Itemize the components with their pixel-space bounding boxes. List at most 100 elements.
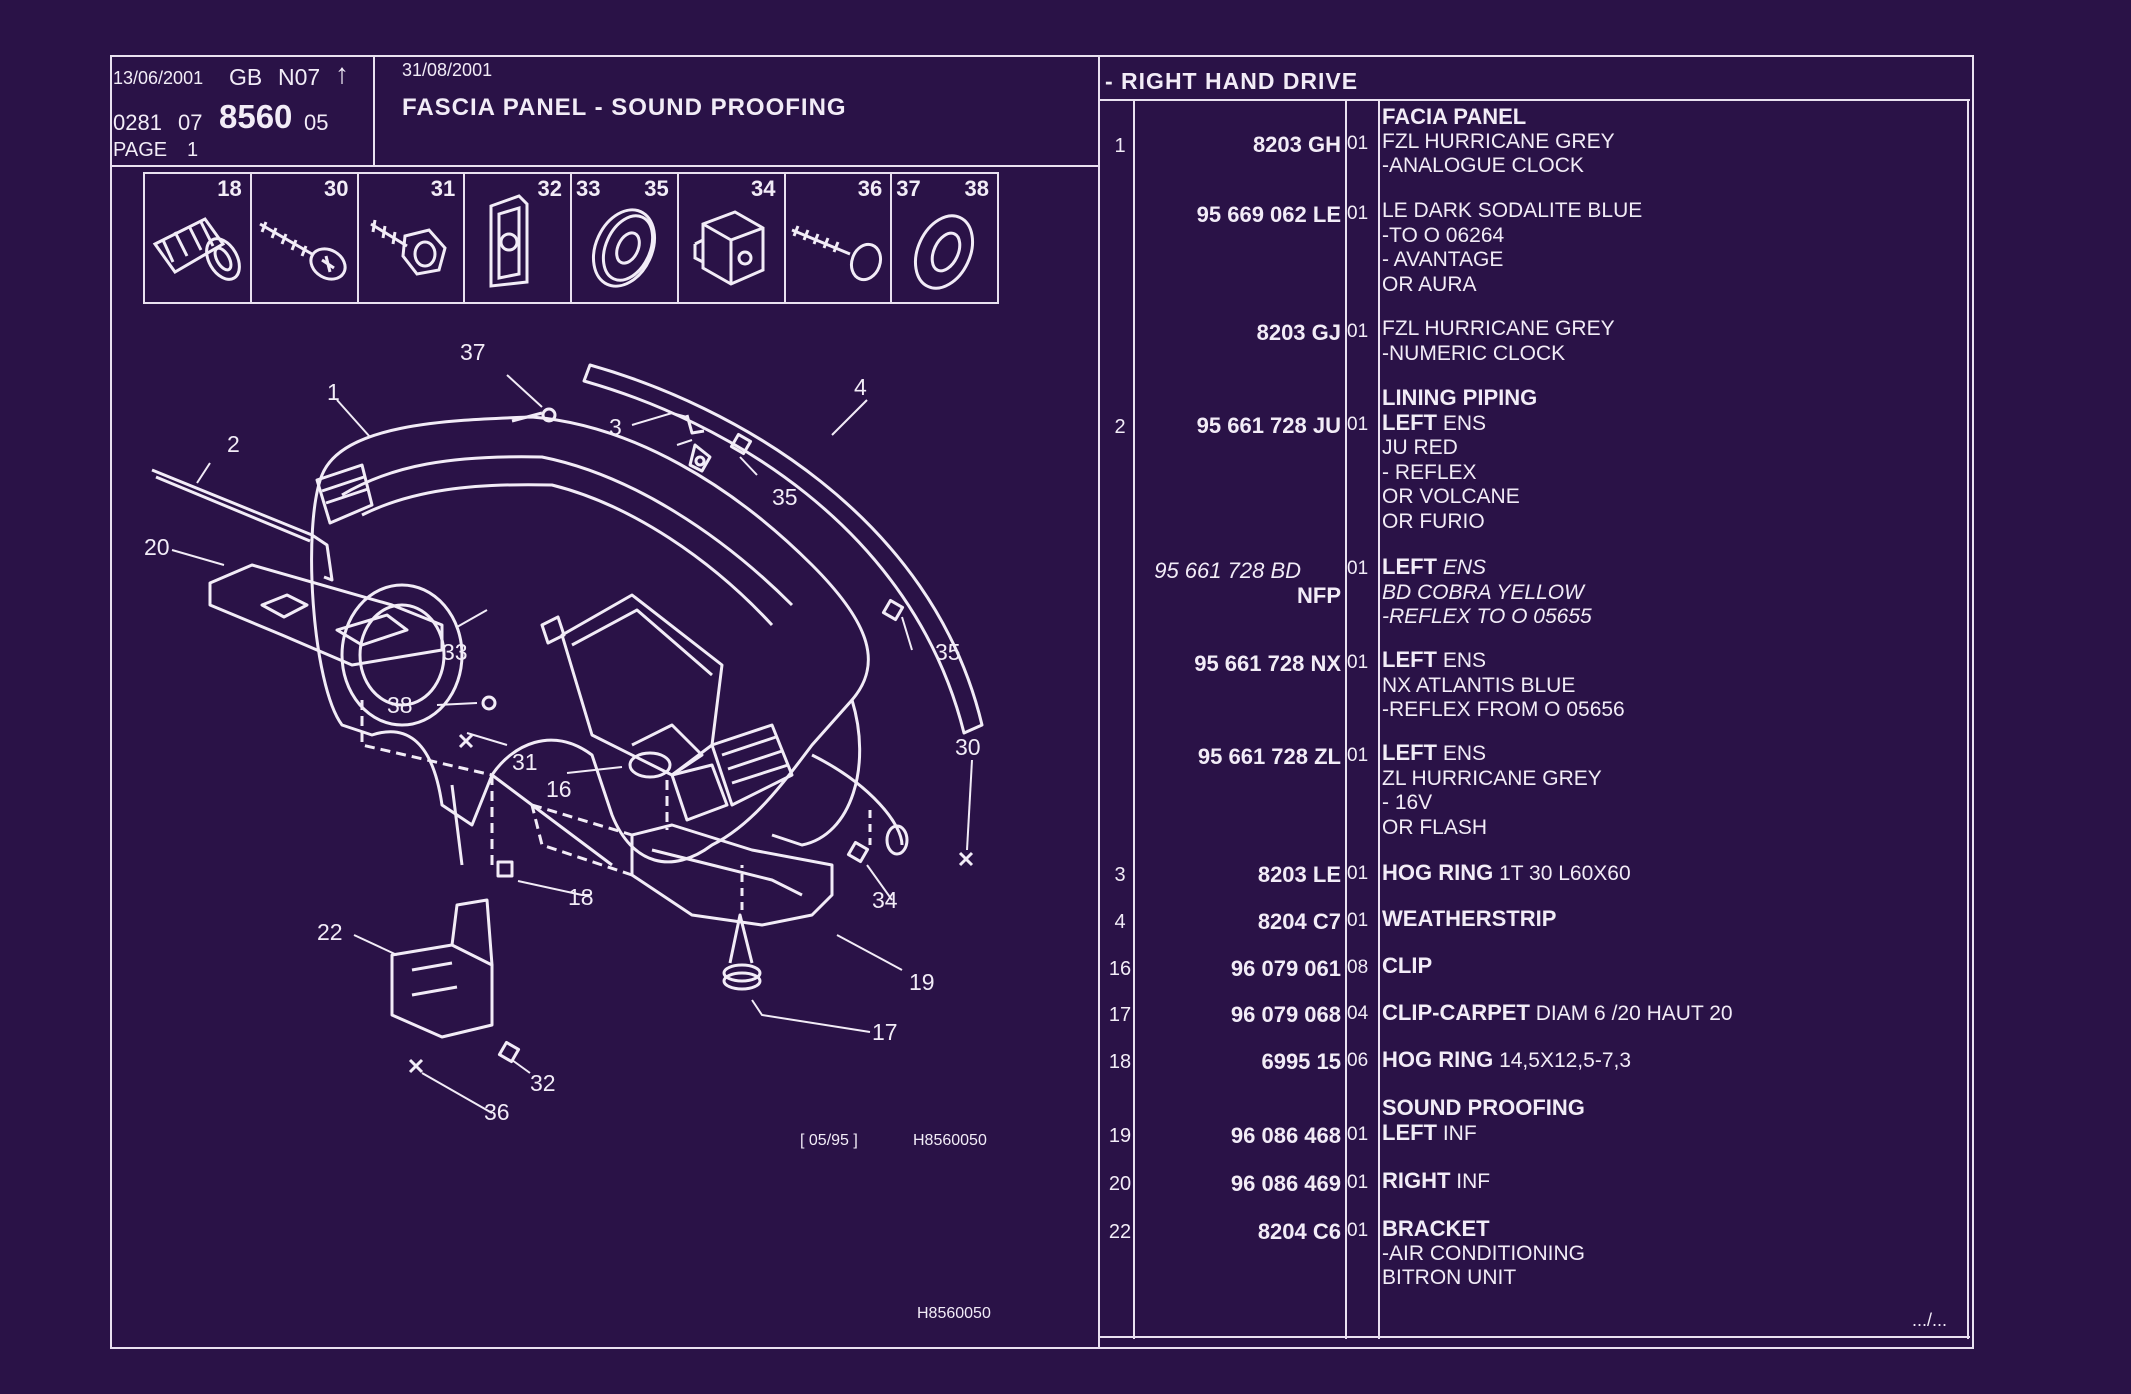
desc-rest: ENS [1437, 742, 1487, 765]
date-updated: 31/08/2001 [402, 60, 493, 80]
reference-number: 8203 GH [1252, 132, 1341, 157]
fastener-cell: 33 35 [572, 174, 679, 302]
bolt-icon [369, 219, 447, 276]
cage-nut-icon [693, 210, 765, 286]
reference-number: 8204 C6 [1257, 1219, 1341, 1244]
drawing-code: H8560050 [913, 1132, 987, 1149]
quantity: 01 [1347, 1172, 1369, 1193]
row-number: 16 [1108, 958, 1132, 980]
desc-line: LEFT ENS [1382, 647, 1625, 674]
fastener-number: 30 [324, 176, 349, 201]
part-description: LEFT ENS BD COBRA YELLOW -REFLEX TO O 05… [1382, 554, 1592, 630]
callout-label: 4 [854, 374, 867, 400]
reference-number: 96 086 468 [1230, 1123, 1341, 1148]
callout-label: 38 [387, 692, 413, 718]
fastener-number: 18 [217, 176, 242, 201]
row-number: 17 [1108, 1004, 1132, 1026]
callout-label: 35 [772, 484, 798, 510]
nfp-flag: NFP [1297, 583, 1341, 608]
desc-line: BD COBRA YELLOW [1382, 580, 1584, 604]
callout-label: 19 [909, 969, 935, 995]
part-description: FZL HURRICANE GREY -NUMERIC CLOCK [1382, 317, 1615, 366]
reference-number: 96 086 469 [1230, 1171, 1341, 1196]
screw-icon [259, 221, 347, 281]
header-bottom-line [110, 165, 1100, 167]
date-code: [ 05/95 ] [800, 1132, 858, 1149]
date-issued: 13/06/2001 [113, 68, 204, 88]
desc-line: -AIR CONDITIONING [1382, 1241, 1585, 1265]
desc-line: FACIA PANEL [1382, 104, 1527, 129]
row-number: 4 [1114, 911, 1126, 933]
desc-line: LINING PIPING [1382, 385, 1538, 410]
callout-label: 22 [317, 919, 343, 945]
desc-line: - REFLEX [1382, 460, 1477, 484]
callout-label: 20 [144, 534, 170, 560]
col-num-line [1133, 99, 1135, 1339]
quantity: 01 [1347, 203, 1369, 224]
reference-number: 96 079 061 [1230, 956, 1341, 981]
part-description: LEFT ENS NX ATLANTIS BLUE -REFLEX FROM O… [1382, 647, 1625, 723]
reference-number: 8204 C7 [1257, 909, 1341, 934]
reference-number: 95 661 728 BD [1154, 558, 1301, 583]
fastener-cell: 32 [465, 174, 572, 302]
desc-bold: LEFT [1382, 554, 1437, 579]
exploded-diagram: 37 1 2 3 4 35 20 35 33 38 31 16 30 18 34… [144, 339, 984, 1125]
page-number: 1 [187, 139, 199, 161]
fastener-cell: 37 38 [892, 174, 997, 302]
fastener-cell: 18 [145, 174, 252, 302]
desc-bold: HOG RING [1382, 1047, 1494, 1072]
reference-number: 96 079 068 [1230, 1002, 1341, 1027]
desc-line: SOUND PROOFING [1382, 1095, 1585, 1120]
page-label: PAGE [113, 139, 168, 161]
callout-label: 37 [460, 339, 486, 365]
row-number: 22 [1108, 1221, 1132, 1243]
desc-line: HOG RING 1T 30 L60X60 [1382, 860, 1631, 887]
header-divider [373, 55, 375, 167]
part-description: CLIP-CARPET DIAM 6 /20 HAUT 20 [1382, 1000, 1733, 1027]
callout-label: 32 [530, 1070, 556, 1096]
part-description: HOG RING 1T 30 L60X60 [1382, 860, 1631, 887]
self-tapping-screw-icon [790, 225, 882, 282]
desc-line: FZL HURRICANE GREY [1382, 129, 1615, 153]
part-description: BRACKET -AIR CONDITIONING BITRON UNIT [1382, 1216, 1585, 1291]
reference-number: 6995 15 [1261, 1049, 1341, 1074]
spring-nut-icon [489, 194, 529, 288]
desc-rest: INF [1450, 1170, 1491, 1193]
fastener-number: 36 [857, 176, 883, 201]
desc-line: BITRON UNIT [1382, 1266, 1517, 1289]
code-main: 8560 [219, 98, 293, 135]
fastener-strip: 18 30 31 [143, 172, 999, 304]
reference-number: 95 661 728 ZL [1197, 744, 1341, 769]
reference-number: 95 661 728 NX [1194, 651, 1341, 676]
callout-label: 18 [568, 884, 594, 910]
part-description: HOG RING 14,5X12,5-7,3 [1382, 1047, 1631, 1074]
fastener-number: 34 [751, 176, 776, 201]
quantity: 01 [1347, 414, 1369, 435]
part-description: CLIP [1382, 953, 1433, 979]
desc-line: LE DARK SODALITE BLUE [1382, 199, 1643, 222]
desc-bold: CLIP-CARPET [1382, 1000, 1530, 1025]
part-description: LEFT ENS ZL HURRICANE GREY - 16V OR FLAS… [1382, 740, 1602, 840]
row-number: 20 [1108, 1173, 1132, 1195]
callout-label: 1 [327, 379, 340, 405]
desc-rest: 1T 30 L60X60 [1493, 862, 1631, 885]
part-description: WEATHERSTRIP [1382, 906, 1557, 932]
desc-bold: LEFT [1382, 409, 1437, 435]
continuation-mark: .../... [1912, 1310, 1948, 1330]
desc-line: CLIP [1382, 953, 1433, 978]
quantity: 01 [1347, 652, 1369, 673]
row-number: 2 [1114, 416, 1126, 438]
desc-line: WEATHERSTRIP [1382, 906, 1557, 931]
drive-label: - RIGHT HAND DRIVE [1105, 68, 1359, 94]
desc-line: HOG RING 14,5X12,5-7,3 [1382, 1047, 1631, 1074]
desc-line: -TO O 06264 [1382, 223, 1505, 247]
desc-bold: LEFT [1382, 740, 1437, 765]
desc-line: OR FLASH [1382, 815, 1488, 839]
arrow-up-icon: ↑ [335, 58, 349, 89]
desc-line: LEFT ENS [1382, 409, 1537, 437]
desc-line: LEFT ENS [1382, 740, 1602, 767]
fastener-number: 33 [576, 176, 601, 201]
desc-line: LEFT INF [1382, 1120, 1585, 1147]
washer-icon [914, 214, 975, 290]
desc-line: RIGHT INF [1382, 1168, 1491, 1195]
